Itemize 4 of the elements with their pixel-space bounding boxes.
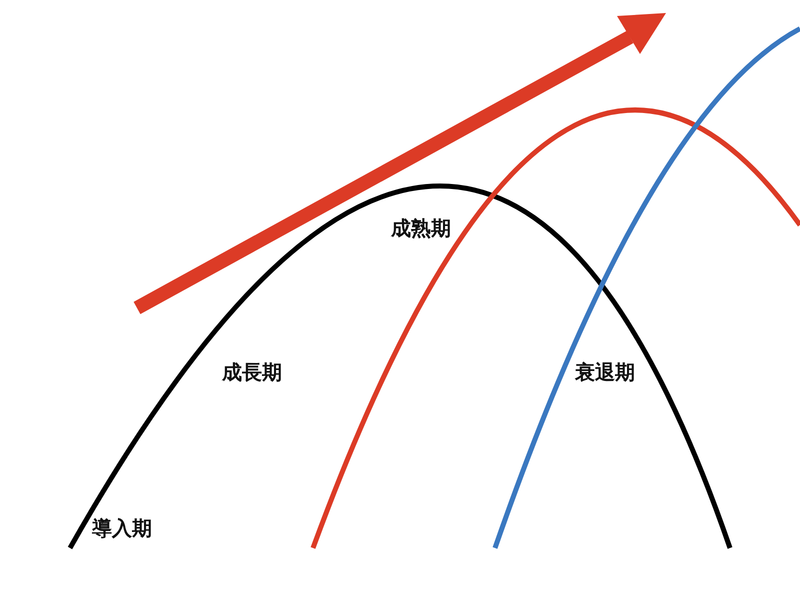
stage-label: 衰退期: [575, 360, 635, 384]
stage-label: 導入期: [92, 516, 152, 540]
stage-label: 成熟期: [391, 216, 451, 240]
stage-label: 成長期: [222, 360, 282, 384]
